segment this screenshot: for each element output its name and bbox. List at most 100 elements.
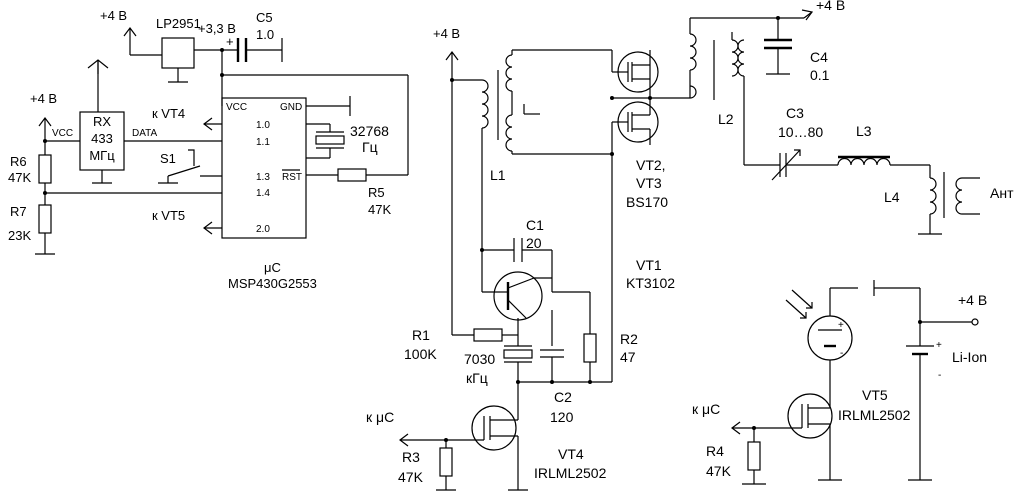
r6-label: R6 (10, 154, 27, 169)
inductor-l1-secondary (505, 114, 513, 152)
junction (220, 73, 224, 77)
vplus-label: +4 В (100, 8, 127, 23)
resistor-r1 (473, 328, 503, 342)
r1-label: R1 (412, 327, 430, 343)
solar-cell (807, 315, 853, 361)
collector (507, 277, 535, 289)
junction (648, 96, 652, 100)
light-ray-icon (785, 299, 807, 319)
r2-label: R2 (620, 331, 638, 347)
k-uc-label-1: к μC (366, 409, 394, 425)
v33-label: +3,3 В (198, 21, 236, 36)
junction (918, 320, 922, 324)
vt23-type: BS170 (626, 194, 668, 210)
inductor-l1-secondary (505, 54, 513, 92)
inductor-l2-secondary (731, 39, 739, 77)
cell-minus: - (840, 348, 843, 359)
xtal1-freq: 32768 (350, 123, 389, 139)
arrow-icon (399, 433, 409, 447)
vt5-type: IRLML2502 (838, 407, 911, 423)
rx-data-label: DATA (132, 128, 158, 139)
xtal2-unit: кГц (466, 370, 488, 386)
junction (444, 438, 448, 442)
vt1-type: KT3102 (626, 275, 675, 291)
xtal1-unit: Гц (362, 139, 378, 155)
pin-1-3: 1.3 (256, 172, 270, 183)
inductor-l2-primary (689, 33, 697, 71)
arrow-icon (445, 51, 459, 61)
l4-label: L4 (884, 189, 900, 205)
pin-2-0: 2.0 (256, 224, 270, 235)
li-ion-label: Li-Ion (952, 349, 987, 365)
junction (610, 96, 614, 100)
l3-label: L3 (856, 123, 872, 139)
vt5-label: VT5 (862, 387, 888, 403)
arrow-icon (731, 421, 741, 435)
crystal-32768 (315, 135, 345, 145)
vplus-left-label: +4 В (30, 91, 57, 106)
r4-value: 47K (706, 463, 732, 479)
mcu-gnd: GND (280, 102, 302, 113)
pin-1-1: 1.1 (256, 137, 270, 148)
regulator-lp2951 (161, 37, 195, 69)
batt-minus: - (938, 370, 941, 381)
mcu-vcc: VCC (226, 102, 247, 113)
resistor-r6 (38, 154, 52, 184)
light-ray-icon (791, 289, 813, 309)
arrow-icon (801, 9, 814, 21)
switch-s1-actuator (188, 149, 195, 166)
mcu-label: μC (264, 260, 281, 275)
plus-sign: + (226, 34, 234, 49)
arrow-icon (800, 312, 807, 319)
r5-value: 47K (368, 202, 391, 217)
c5-value: 1.0 (256, 27, 274, 42)
junction (220, 48, 224, 52)
k-uc-label-2: к μC (692, 401, 720, 417)
junction (450, 78, 454, 82)
c2-value: 120 (550, 409, 574, 425)
arrow-icon (203, 117, 213, 131)
vplus-mid-label: +4 В (433, 26, 460, 41)
rx-line1: RX (93, 114, 111, 129)
mosfet-vt5 (787, 393, 833, 439)
resistor-r7 (38, 204, 52, 234)
r3-label: R3 (402, 449, 420, 465)
l2-label: L2 (718, 111, 734, 127)
right-top-section: +4 В L2 C4 0.1 C3 10…80 L3 (689, 0, 1014, 235)
inductor-l3 (837, 157, 891, 166)
lp2951-label: LP2951 (156, 16, 201, 31)
k-vt4-label: к VT4 (152, 106, 185, 121)
inductor-l4-secondary (955, 177, 963, 215)
l1-label: L1 (490, 167, 506, 183)
right-bottom-section: + - +4 В + - Li-Ion (692, 280, 987, 485)
k-vt5-label: к VT5 (152, 208, 185, 223)
junction (752, 426, 756, 430)
junction (588, 380, 592, 384)
inductor-l2-primary (689, 85, 697, 99)
pin-rst: RST (282, 172, 302, 183)
vt4-type: IRLML2502 (534, 465, 607, 481)
emitter (507, 299, 527, 319)
c1-value: 20 (526, 235, 542, 251)
cell-plus: + (838, 320, 844, 331)
crystal-7030 (503, 349, 533, 359)
junction (610, 152, 614, 156)
vt4-label: VT4 (558, 446, 584, 462)
arrow-icon (794, 149, 801, 156)
resistor-r4 (747, 441, 761, 471)
resistor-r2 (583, 333, 597, 363)
s1-label: S1 (160, 151, 176, 166)
r7-value: 23K (8, 228, 31, 243)
junction (550, 380, 554, 384)
c2-label: C2 (554, 389, 572, 405)
pin-1-4: 1.4 (256, 188, 270, 199)
arrow-icon (203, 221, 213, 235)
rx-line3: МГц (89, 148, 115, 163)
junction (480, 248, 484, 252)
inductor-l4-primary (929, 177, 937, 215)
antenna-label: Ант (990, 185, 1014, 201)
rx-line2: 433 (91, 131, 113, 146)
resistor-r5 (337, 168, 367, 182)
r7-label: R7 (10, 204, 27, 219)
